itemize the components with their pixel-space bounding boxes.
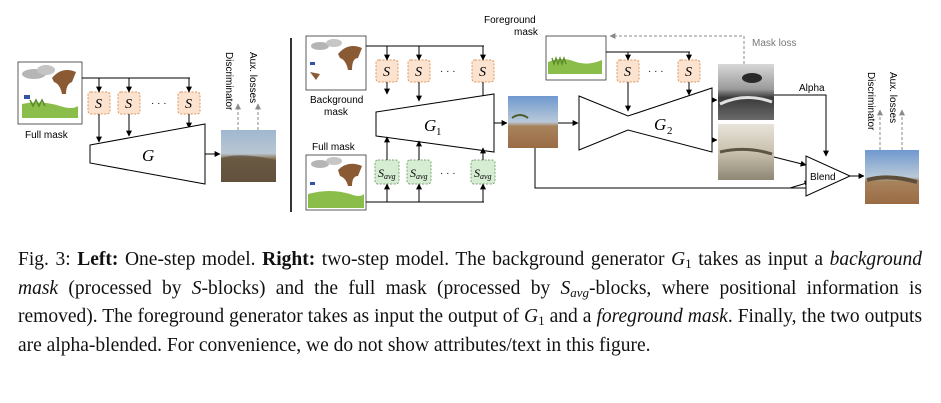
right-discriminator-label: Discriminator [865,72,876,131]
fg-s-block-label: S [685,65,692,80]
caption-right-head: Right: [262,249,316,270]
avg-s-block-label: Savg [378,166,396,181]
caption-g-sub: 1 [685,256,692,271]
left-generator-g [89,123,206,185]
left-discriminator-label: Discriminator [223,52,234,111]
caption-left-text: One-step model. [124,249,256,270]
background-mask-label-2: mask [324,107,349,118]
g1-label: G [424,116,436,135]
caption-fig: Fig. 3: [18,249,71,270]
background-generator-g1 [375,93,495,153]
caption-processed-avg: -blocks, where positional information is… [18,277,923,328]
avg-s-block-label: Savg [410,166,428,181]
figure-caption: Fig. 3: Left: One-step model. Right: two… [18,248,922,358]
left-s-block-label: S [95,97,102,112]
architecture-diagram: Full mask S S · · · S G Discrimina [17,15,919,212]
left-ellipsis: · · · [151,98,167,109]
caption-g1-sub: 1 [538,313,545,328]
caption-s: S [191,277,202,299]
alpha-output-image [718,64,774,120]
g2-label: G [654,115,666,134]
caption-processed: (processed by [68,277,182,299]
left-s-block-label: S [185,97,192,112]
caption-final: . Finally, the two outputs are alpha-ble… [18,306,923,356]
caption-g1: G [524,306,539,327]
caption-processed-2: -blocks) and the full mask (processed by [201,277,551,299]
fg-ellipsis: · · · [648,66,664,77]
bg-ellipsis: · · · [440,66,456,77]
foreground-output-image [718,124,774,180]
left-full-mask-image [17,61,83,125]
alpha-label: Alpha [799,83,825,94]
caption-bg-mask: background mask [18,249,923,299]
caption-s-avg: S [560,277,571,299]
caption-fg-mask: foreground mask [596,306,728,327]
caption-g: G [671,249,686,270]
left-s-block-label: S [125,97,132,112]
foreground-generator-g2 [578,87,713,153]
caption-left-head: Left: [77,249,119,270]
bg-s-blocks: S S · · · S [375,59,495,83]
caption-takes: takes as input a [698,249,824,270]
left-full-mask-label: Full mask [25,130,69,141]
bg-s-block-label: S [383,65,390,80]
foreground-mask-label-1: Foreground [484,15,536,26]
background-mask-label-1: Background [310,95,363,106]
left-generator-label: G [142,146,154,165]
left-aux-losses-label: Aux. losses [247,52,258,103]
fg-s-blocks: S · · · S [616,59,701,83]
g2-subscript: 2 [667,125,673,137]
right-full-mask-image [305,154,367,211]
mask-loss-label: Mask loss [752,38,796,49]
caption-avg-sub: avg [570,284,590,300]
caption-and-a: and a [549,306,592,327]
left-s-blocks: S S · · · S [87,91,201,115]
bg-s-block-label: S [415,65,422,80]
left-panel: Full mask S S · · · S G Discrimina [17,52,276,185]
avg-s-block-label: Savg [474,166,492,181]
right-full-mask-label: Full mask [312,142,356,153]
background-output-image [508,96,558,148]
foreground-mask-label-2: mask [514,27,539,38]
foreground-mask-image [545,35,607,81]
right-aux-losses-label: Aux. losses [887,72,898,123]
g1-subscript: 1 [436,126,442,138]
bg-s-block-label: S [479,65,486,80]
avg-ellipsis: · · · [440,168,456,179]
final-output-image [865,150,919,204]
caption-right-text: two-step model. The background generator [321,249,665,270]
blend-node [805,155,852,197]
fg-s-block-label: S [624,65,631,80]
left-output-image [221,130,276,182]
right-panel: Background mask Full mask S S · · · S [305,15,919,211]
avg-s-blocks: Savg Savg · · · Savg [374,159,496,185]
blend-label: Blend [810,172,836,183]
background-mask-image [305,35,367,91]
